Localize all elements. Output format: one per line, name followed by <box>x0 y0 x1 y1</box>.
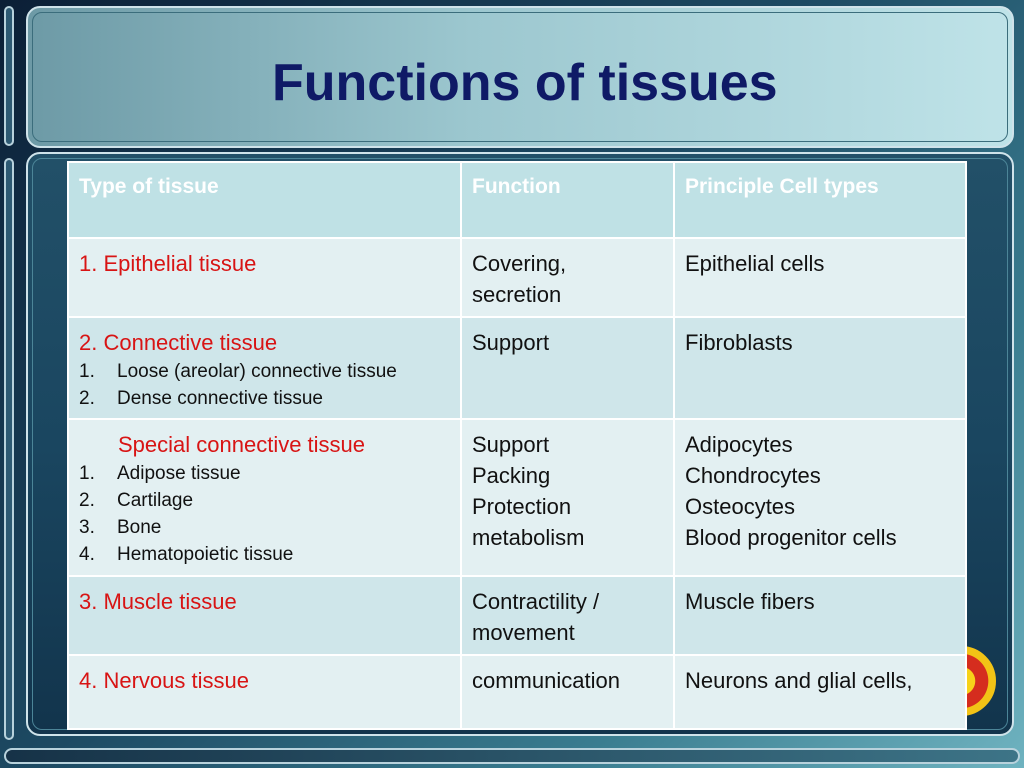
tissue-functions-table: Type of tissue Function Principle Cell t… <box>67 161 967 730</box>
table-row-nervous: 4. Nervous tissue communication Neurons … <box>67 654 967 730</box>
cell-type-line: Chondrocytes <box>685 463 821 488</box>
cell-type-line: Muscle fibers <box>685 589 815 614</box>
subtype-list: 1.Loose (areolar) connective tissue 2.De… <box>79 358 450 412</box>
list-item: 4.Hematopoietic tissue <box>79 544 294 565</box>
cell-type-line: Epithelial cells <box>685 251 825 276</box>
function-cell: Support Packing Protection metabolism <box>460 418 675 577</box>
cell-type-line: Neurons and glial cells, <box>685 668 913 693</box>
table-header-row: Type of tissue Function Principle Cell t… <box>67 161 967 239</box>
table-row-epithelial: 1. Epithelial tissue Covering, secretion… <box>67 237 967 318</box>
function-line: metabolism <box>472 525 585 550</box>
header-type-of-tissue: Type of tissue <box>67 161 462 239</box>
cell-type-line: Osteocytes <box>685 494 796 519</box>
cell-types-cell: Neurons and glial cells, <box>673 654 967 730</box>
tissue-type-label: 4. Nervous tissue <box>79 668 249 693</box>
function-line: communication <box>472 668 620 693</box>
cell-type-line: Fibroblasts <box>685 330 793 355</box>
cell-types-cell: Muscle fibers <box>673 575 967 656</box>
function-line: Support <box>472 330 550 355</box>
function-line: Contractility / <box>472 589 600 614</box>
subtype-list: 1.Adipose tissue 2.Cartilage 3.Bone 4.He… <box>79 460 450 568</box>
function-line: Packing <box>472 463 551 488</box>
cell-types-cell: Adipocytes Chondrocytes Osteocytes Blood… <box>673 418 967 577</box>
tissue-type-label: Special connective tissue <box>118 432 366 457</box>
tissue-type-label: 3. Muscle tissue <box>79 589 237 614</box>
header-cell-types: Principle Cell types <box>673 161 967 239</box>
function-line: Covering, <box>472 251 567 276</box>
tissue-type-cell: 4. Nervous tissue <box>67 654 462 730</box>
tissue-type-cell: 2. Connective tissue 1.Loose (areolar) c… <box>67 316 462 420</box>
function-line: Support <box>472 432 550 457</box>
tissue-type-label: 2. Connective tissue <box>79 330 278 355</box>
list-item: 2.Cartilage <box>79 490 194 511</box>
function-line: Protection <box>472 494 572 519</box>
cell-type-line: Adipocytes <box>685 432 793 457</box>
title-panel <box>26 6 1014 148</box>
content-panel-inner-border <box>32 158 1008 730</box>
function-line: movement <box>472 620 575 645</box>
bottom-decor-bar <box>4 748 1020 764</box>
left-decor-strip-top <box>4 6 14 146</box>
function-cell: communication <box>460 654 675 730</box>
title-panel-inner-border <box>32 12 1008 142</box>
table-row-muscle: 3. Muscle tissue Contractility / movemen… <box>67 575 967 656</box>
cell-types-cell: Epithelial cells <box>673 237 967 318</box>
slide-title: Functions of tissues <box>272 54 778 112</box>
function-cell: Support <box>460 316 675 420</box>
function-cell: Covering, secretion <box>460 237 675 318</box>
list-item: 1.Loose (areolar) connective tissue <box>79 361 397 382</box>
tissue-type-cell: 3. Muscle tissue <box>67 575 462 656</box>
cell-type-line: Blood progenitor cells <box>685 525 897 550</box>
list-item: 1.Adipose tissue <box>79 463 241 484</box>
list-item: 2.Dense connective tissue <box>79 388 323 409</box>
table-row-special-connective: Special connective tissue 1.Adipose tiss… <box>67 418 967 577</box>
left-decor-strip-bottom <box>4 158 14 740</box>
cell-types-cell: Fibroblasts <box>673 316 967 420</box>
tissue-type-label: 1. Epithelial tissue <box>79 251 257 276</box>
tissue-type-cell: 1. Epithelial tissue <box>67 237 462 318</box>
list-item: 3.Bone <box>79 517 162 538</box>
function-cell: Contractility / movement <box>460 575 675 656</box>
function-line: secretion <box>472 282 562 307</box>
tissue-type-cell: Special connective tissue 1.Adipose tiss… <box>67 418 462 577</box>
table-row-connective: 2. Connective tissue 1.Loose (areolar) c… <box>67 316 967 420</box>
header-function: Function <box>460 161 675 239</box>
